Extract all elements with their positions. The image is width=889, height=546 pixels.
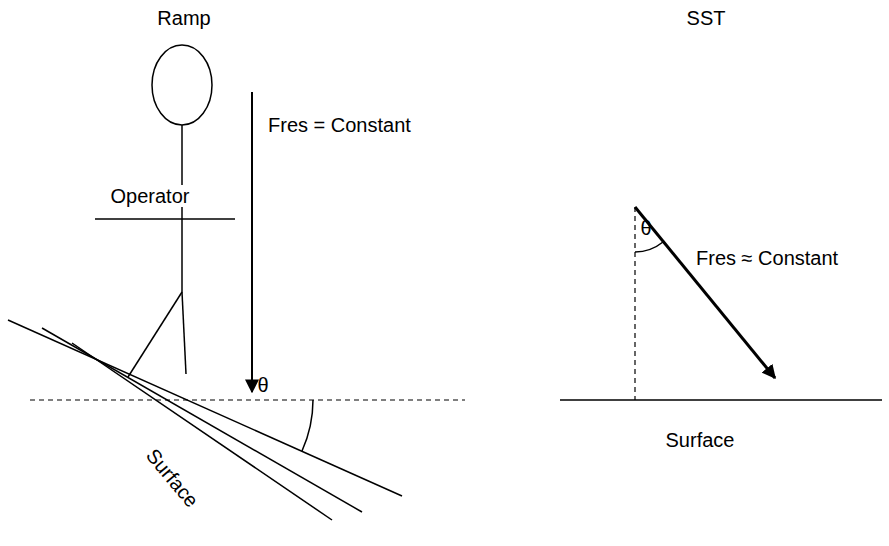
force-arrow	[251, 92, 253, 392]
ramp-surface	[72, 343, 332, 520]
angle-arc	[635, 242, 663, 252]
angle-label: θ	[640, 217, 651, 239]
angle-arc	[302, 400, 313, 451]
operator-arms	[95, 218, 235, 220]
horizontal-reference	[30, 399, 465, 400]
surface-label: Surface	[141, 445, 202, 512]
panel-title: SST	[687, 7, 726, 29]
panel-title: Ramp	[157, 7, 210, 29]
angle-label: θ	[257, 374, 268, 396]
operator-leg	[182, 292, 186, 374]
operator-leg	[128, 292, 182, 377]
operator-head	[152, 45, 212, 125]
force-arrow	[635, 207, 775, 378]
force-label: Fres ≈ Constant	[696, 247, 838, 269]
operator-body	[181, 125, 183, 292]
force-label: Fres = Constant	[268, 114, 411, 136]
operator-label: Operator	[108, 185, 193, 207]
ramp-surface	[8, 320, 402, 496]
vertical-reference	[634, 207, 635, 400]
surface-label: Surface	[666, 429, 735, 451]
surface-line	[560, 399, 882, 401]
